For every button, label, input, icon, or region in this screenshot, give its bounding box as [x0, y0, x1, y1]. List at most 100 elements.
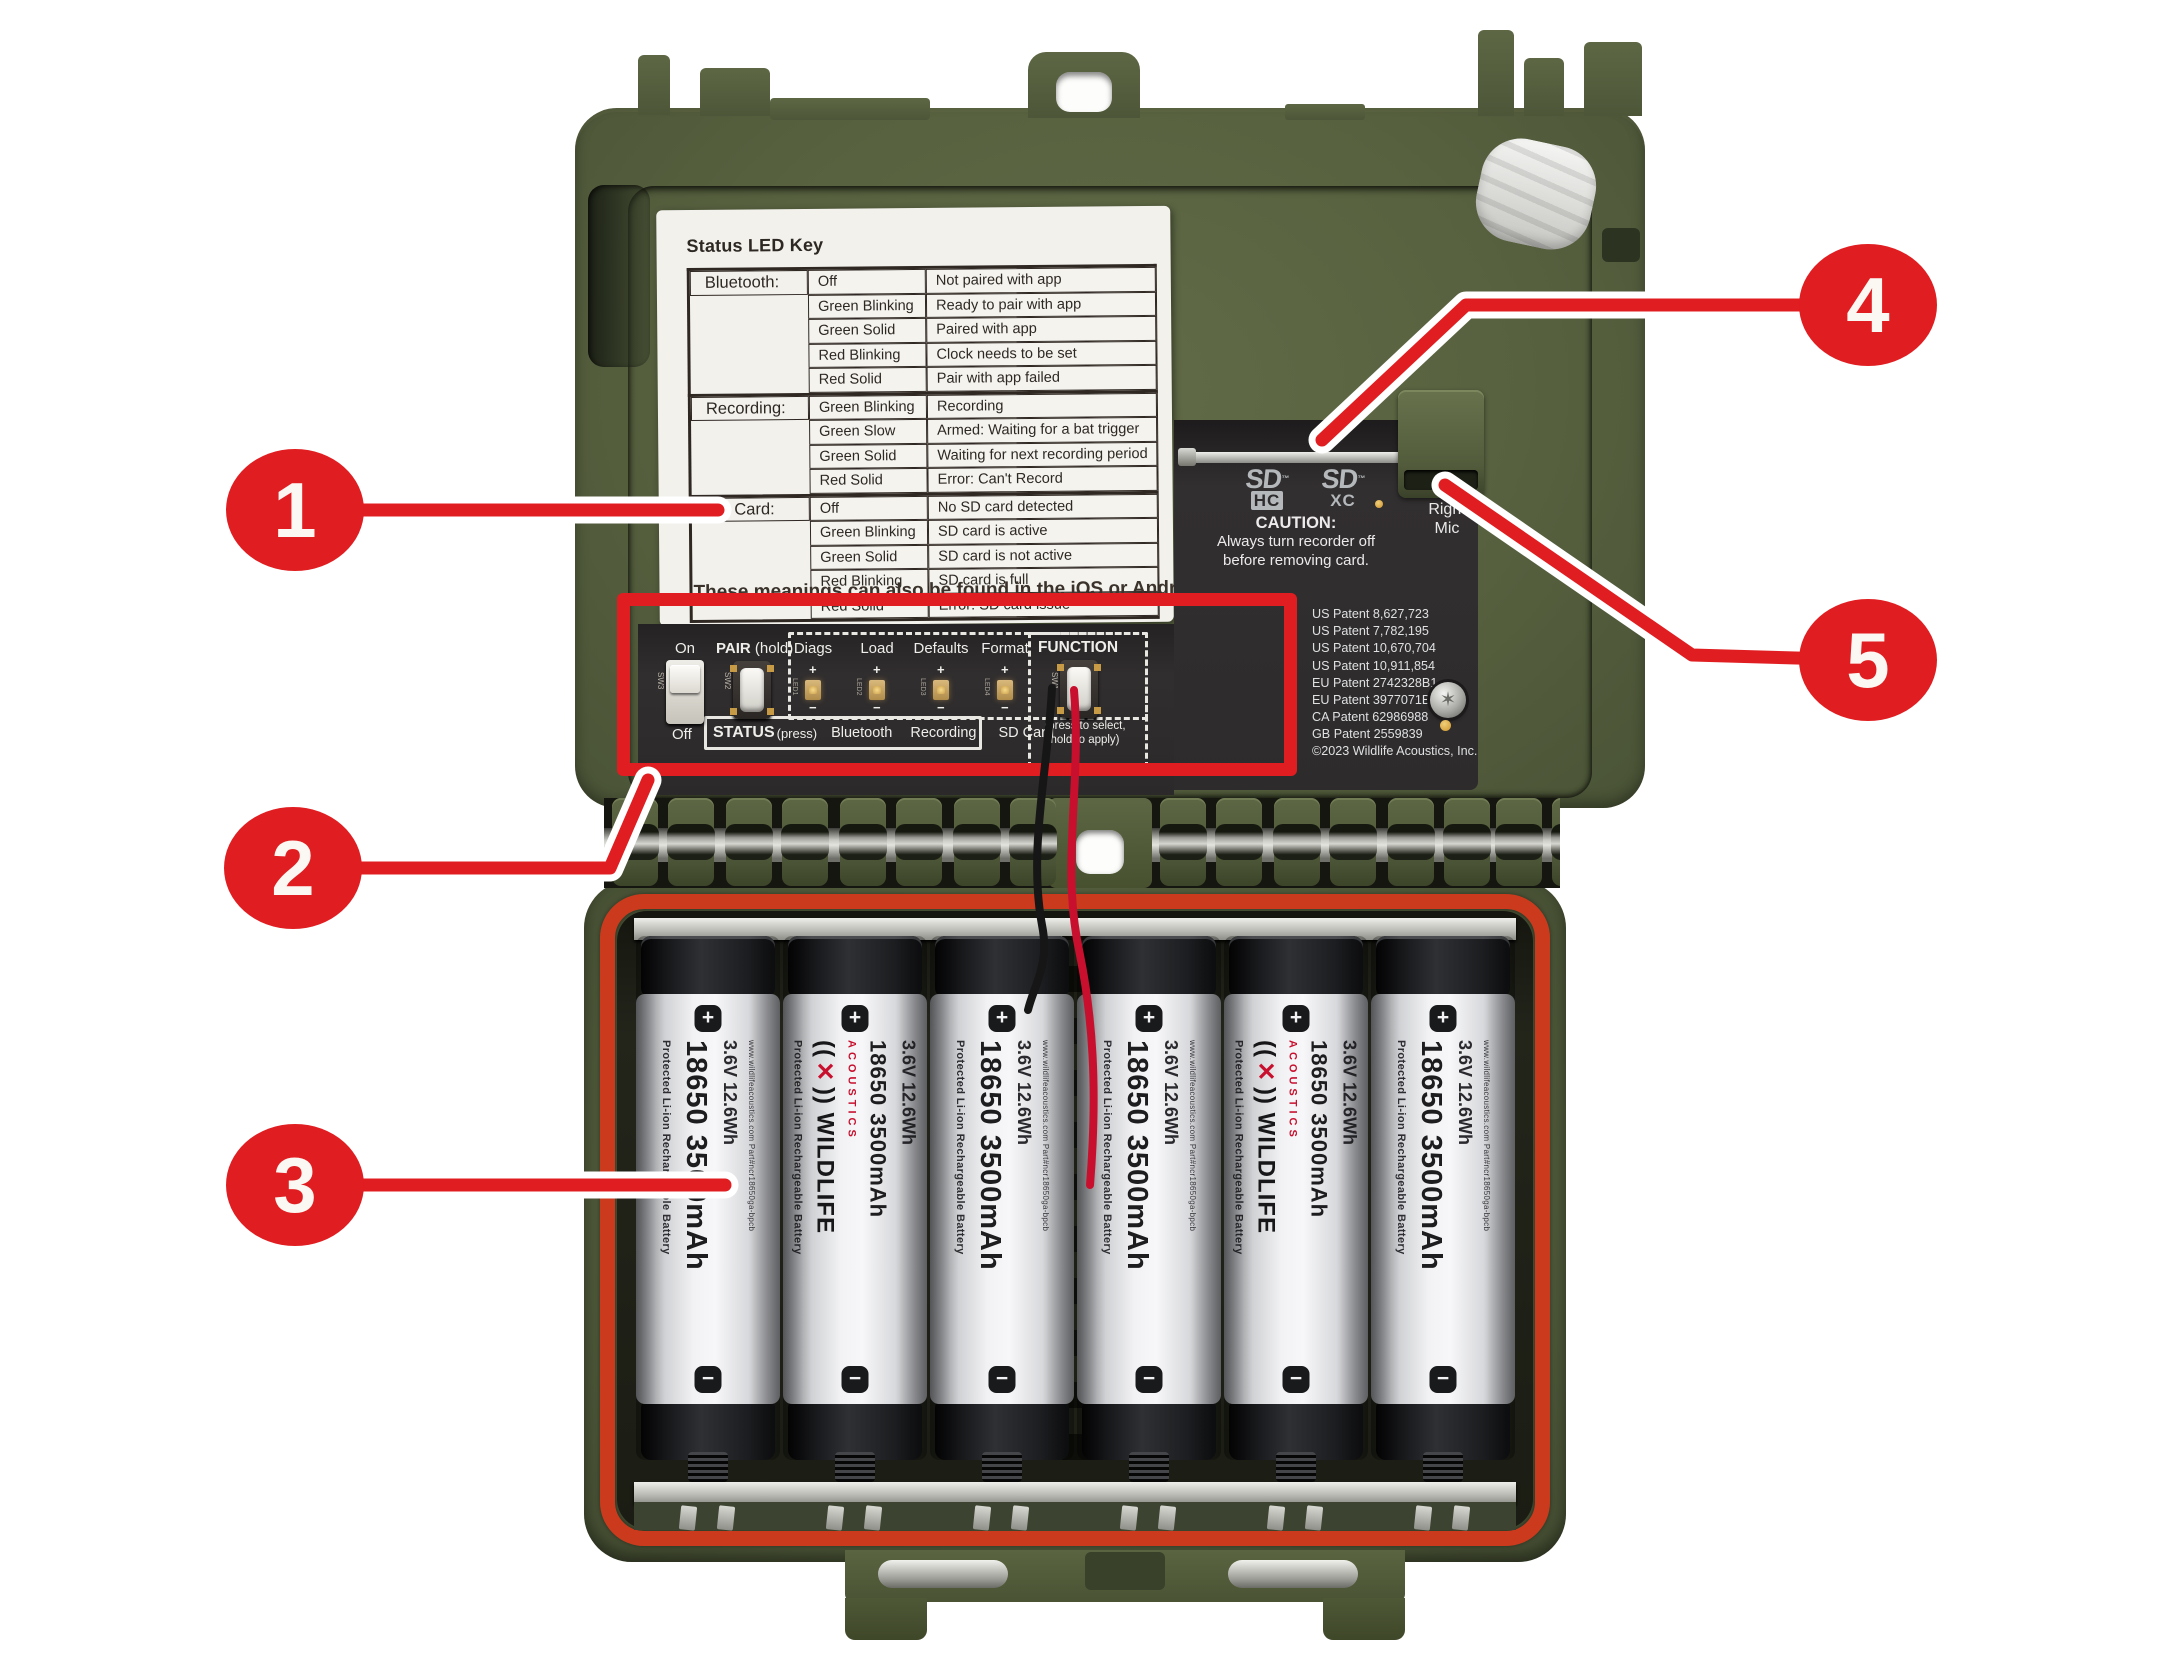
hinge-knuckle	[895, 798, 943, 886]
switch-id-sw1: SW1	[1050, 672, 1059, 690]
battery-part-text: www.wildlifeacoustics.com Part#ncr18650g…	[1188, 1040, 1197, 1232]
switch-id-sw3: SW3	[656, 672, 665, 690]
led-minus-mark: −	[873, 700, 881, 715]
acoustics-wordmark: ACOUSTICS	[1286, 1040, 1299, 1141]
battery-plus-pole: +	[1429, 1005, 1457, 1032]
patent-line: US Patent 7,782,195	[1312, 624, 1429, 639]
hinge-knuckle-slot	[1329, 824, 1377, 860]
led-meaning-cell: Waiting for next recording period	[927, 441, 1158, 468]
led-id: LED2	[855, 678, 862, 696]
battery-wrapper: Protected Li-ion Rechargeable Battery((✕…	[1224, 994, 1368, 1404]
led-id: LED3	[919, 678, 926, 696]
battery-spring	[982, 1452, 1022, 1482]
led-plus-mark: +	[937, 662, 945, 677]
battery-minus-pole: −	[841, 1366, 869, 1393]
hinge-knuckle-slot	[1443, 824, 1491, 860]
battery-bottom-cap	[1229, 1398, 1363, 1460]
hinge-knuckle	[1009, 798, 1057, 886]
sd-logos: SD™ HC SD™ XC	[1238, 464, 1372, 510]
hinge-knuckle-slot	[725, 824, 773, 860]
hinge-knuckle-slot	[1551, 824, 1560, 860]
contact-tab	[1451, 1505, 1471, 1531]
hinge-knuckle	[953, 798, 1001, 886]
led-state-cell: Green Blinking	[807, 293, 927, 319]
led-meaning-cell: Armed: Waiting for a bat trigger	[927, 416, 1158, 444]
led-meaning-cell: SD card is active	[927, 517, 1159, 545]
function-label: FUNCTION	[1037, 639, 1119, 656]
battery-rating: 3.6V 12.6Wh	[1161, 1040, 1181, 1146]
battery-bottom-cap	[641, 1398, 775, 1460]
battery-plus-pole: +	[988, 1005, 1016, 1032]
battery-model: 18650 3500mAh	[865, 1040, 891, 1219]
lid-latch-tab	[638, 55, 670, 115]
battery-spring	[1276, 1452, 1316, 1482]
wildlife-acoustics-logo: ((✕)) WILDLIFE	[811, 1040, 839, 1234]
hinge-knuckle-slot	[611, 824, 659, 860]
battery-rating: 3.6V 12.6Wh	[720, 1040, 740, 1146]
lid-latch-tab	[1524, 58, 1564, 116]
battery-bottom-cap	[788, 1398, 922, 1460]
led-meaning-cell: Ready to pair with app	[925, 291, 1157, 318]
mode-label: Defaults	[913, 640, 969, 657]
hinge-knuckle	[667, 798, 715, 886]
battery: Protected Li-ion Rechargeable Battery((✕…	[1224, 936, 1368, 1460]
battery-minus-pole: −	[1429, 1366, 1457, 1393]
sd-caution-text: CAUTION: Always turn recorder off before…	[1216, 514, 1376, 569]
battery-plus-pole: +	[841, 1005, 869, 1032]
led-meaning-cell: Paired with app	[926, 315, 1157, 343]
battery-plus-pole: +	[694, 1005, 722, 1032]
battery-plus-pole: +	[1135, 1005, 1163, 1032]
torx-screw-icon	[1430, 682, 1466, 718]
led-state-cell: Red Solid	[808, 366, 927, 393]
hinge-center-bracket	[1048, 798, 1152, 888]
patent-line: GB Patent 2559839	[1312, 727, 1423, 742]
led-state-cell: Off	[807, 268, 926, 295]
contact-tab	[972, 1505, 992, 1531]
mode-label: Diags	[793, 640, 833, 657]
led-meaning-cell: Pair with app failed	[926, 364, 1157, 392]
acoustics-wordmark: ACOUSTICS	[845, 1040, 858, 1141]
hinge-knuckle	[839, 798, 887, 886]
hinge-knuckle-slot	[667, 824, 715, 860]
battery-spring	[1423, 1452, 1463, 1482]
status-led	[805, 680, 821, 700]
hinge-knuckle-slot	[1273, 824, 1321, 860]
hinge-strip	[604, 798, 1560, 888]
lid-latch-step	[770, 98, 930, 120]
pair-label: PAIR (hold)	[716, 640, 794, 657]
hinge-knuckle	[1443, 798, 1491, 886]
battery-top-cap	[641, 936, 775, 998]
power-switch-knob	[670, 665, 700, 693]
contact-tab	[1010, 1505, 1030, 1531]
led-minus-mark: −	[809, 700, 817, 715]
led-state-cell: Green Blinking	[809, 519, 929, 546]
hinge-knuckle	[1329, 798, 1377, 886]
contact-tab	[1157, 1505, 1177, 1531]
power-off-label: Off	[672, 726, 692, 743]
switch-id-sw2: SW2	[723, 672, 732, 690]
patent-line: EU Patent 3977071B1	[1312, 693, 1438, 708]
battery-bottom-cap	[1082, 1398, 1216, 1460]
led-key-group-label: Bluetooth:	[689, 269, 808, 296]
patent-line: CA Patent 62986988	[1312, 710, 1429, 725]
battery-protect-text: Protected Li-ion Rechargeable Battery	[1395, 1040, 1407, 1255]
contact-tab	[1413, 1505, 1433, 1531]
lid-latch-tab	[1584, 42, 1642, 116]
battery-protect-text: Protected Li-ion Rechargeable Battery	[1101, 1040, 1113, 1255]
battery: Protected Li-ion Rechargeable Battery((✕…	[783, 936, 927, 1460]
battery-wrapper: Protected Li-ion Rechargeable Battery((✕…	[783, 994, 927, 1404]
hinge-knuckle-slot	[839, 824, 887, 860]
led-meaning-cell: Not paired with app	[925, 266, 1156, 294]
contact-tab	[1119, 1505, 1139, 1531]
mode-label: Format	[981, 640, 1029, 657]
battery-bottom-cap	[935, 1398, 1069, 1460]
battery-plus-pole: +	[1282, 1005, 1310, 1032]
battery-top-cap	[1082, 936, 1216, 998]
led-plus-mark: +	[1001, 662, 1009, 677]
sdhc-logo-icon: SD™ HC	[1244, 464, 1289, 510]
